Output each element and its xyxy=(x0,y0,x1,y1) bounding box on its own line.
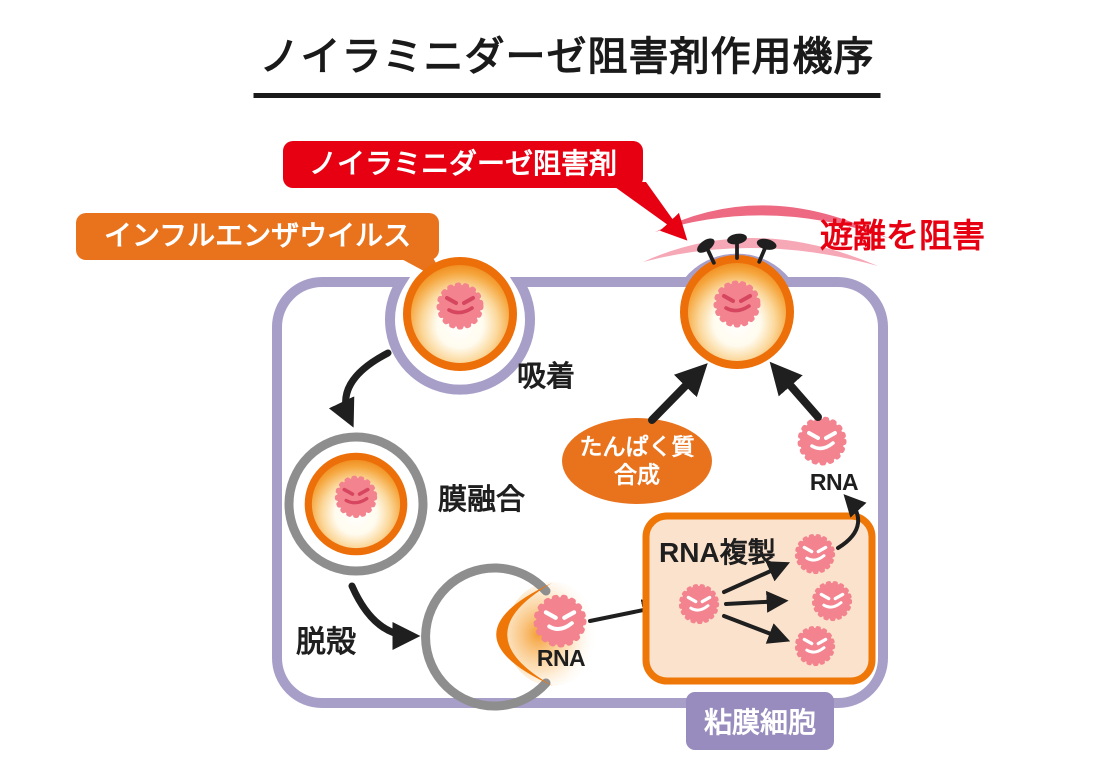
rna-to-virion-arrow xyxy=(769,361,822,421)
release-swoosh-dark xyxy=(655,205,888,238)
endosome-open-circle xyxy=(421,563,551,711)
influenza-virus-icon xyxy=(407,261,513,367)
rna-particle-icon xyxy=(797,536,833,572)
rna-particle-icon xyxy=(800,419,844,463)
protein-synthesis-line1: たんぱく質 xyxy=(579,433,695,460)
protein-synthesis-line2: 合成 xyxy=(614,461,660,487)
replication-fanout-arrow xyxy=(722,614,791,644)
rna-particle-icon xyxy=(536,597,584,645)
inhibitor-callout: ノイラミニダーゼ阻害剤 xyxy=(283,141,644,188)
step-label-membrane-fusion: 膜融合 xyxy=(438,484,526,516)
influenza-virus-icon xyxy=(308,456,403,551)
endosome-circle xyxy=(284,432,428,576)
rna-label-new: RNA xyxy=(809,469,859,495)
replication-fanout-arrow xyxy=(722,561,791,594)
step-label-uncoating: 脱殻 xyxy=(296,626,356,659)
rna-replication-label: RNA複製 xyxy=(659,537,776,568)
protein-synthesis-ellipse xyxy=(562,418,712,504)
rna-particle-icon xyxy=(814,583,850,619)
adsorption-to-fusion-arrow xyxy=(328,349,392,428)
step-label-adsorption: 吸着 xyxy=(517,361,576,393)
protein-to-virion-arrow xyxy=(648,363,708,424)
replication-to-rna-arrow xyxy=(836,494,867,550)
fusion-to-uncoating-arrow xyxy=(348,582,421,650)
capsid-crescent xyxy=(496,583,553,686)
mucosal-cell-label: 粘膜細胞 xyxy=(686,692,835,750)
rna-particle-icon xyxy=(797,628,833,664)
rna-label-uncoated: RNA xyxy=(536,645,586,671)
page-title: ノイラミニダーゼ阻害剤作用機序 xyxy=(253,24,881,98)
inhibitor-pointer-arrow xyxy=(625,175,688,241)
influenza-virus-callout: インフルエンザウイルス xyxy=(76,213,440,260)
influenza-virus-icon xyxy=(684,259,790,365)
release-inhibition-label: 遊離を阻害 xyxy=(820,217,985,254)
replication-fanout-arrow xyxy=(724,590,789,613)
protein-synthesis-label: たんぱく質 合成 xyxy=(580,433,695,488)
rna-particle-icon xyxy=(681,586,717,622)
